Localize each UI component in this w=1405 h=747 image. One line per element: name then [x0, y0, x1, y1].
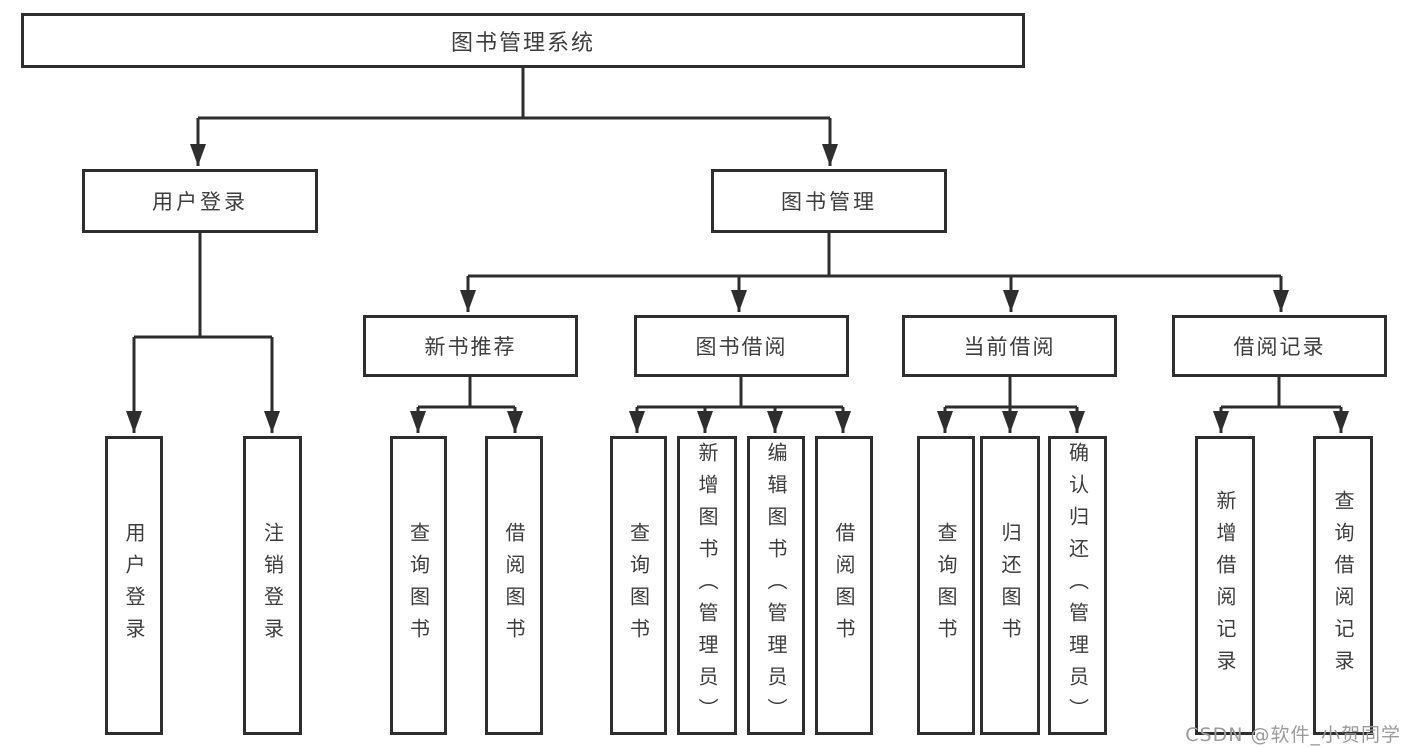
leaf-edit-books-admin: 编辑图书（管理员） [747, 436, 805, 735]
node-library-management-system: 图书管理系统 [21, 13, 1025, 68]
leaf-query-books-current: 查询图书 [917, 436, 975, 735]
leaf-borrow-books: 借阅图书 [815, 436, 873, 735]
leaf-add-borrow-record: 新增借阅记录 [1195, 436, 1255, 735]
connector-trunks [134, 68, 1341, 409]
leaf-query-books-borrow: 查询图书 [610, 436, 667, 735]
leaf-query-books-recommend: 查询图书 [390, 436, 447, 735]
leaf-borrow-books-recommend: 借阅图书 [485, 436, 543, 735]
leaf-user-login: 用户登录 [105, 436, 163, 735]
node-book-management: 图书管理 [711, 169, 947, 233]
leaf-confirm-return-admin: 确认归还（管理员） [1048, 436, 1107, 735]
leaf-return-books: 归还图书 [980, 436, 1040, 735]
leaf-logout: 注销登录 [243, 436, 302, 735]
node-user-login: 用户登录 [82, 169, 318, 233]
node-new-book-recommend: 新书推荐 [363, 315, 578, 377]
leaf-add-books-admin: 新增图书（管理员） [677, 436, 737, 735]
node-current-borrow: 当前借阅 [902, 315, 1117, 377]
node-borrow-records: 借阅记录 [1172, 315, 1387, 377]
csdn-watermark: CSDN @软件_小贺同学 [1185, 724, 1401, 746]
leaf-query-borrow-record: 查询借阅记录 [1313, 436, 1373, 735]
node-book-borrow: 图书借阅 [634, 315, 849, 377]
